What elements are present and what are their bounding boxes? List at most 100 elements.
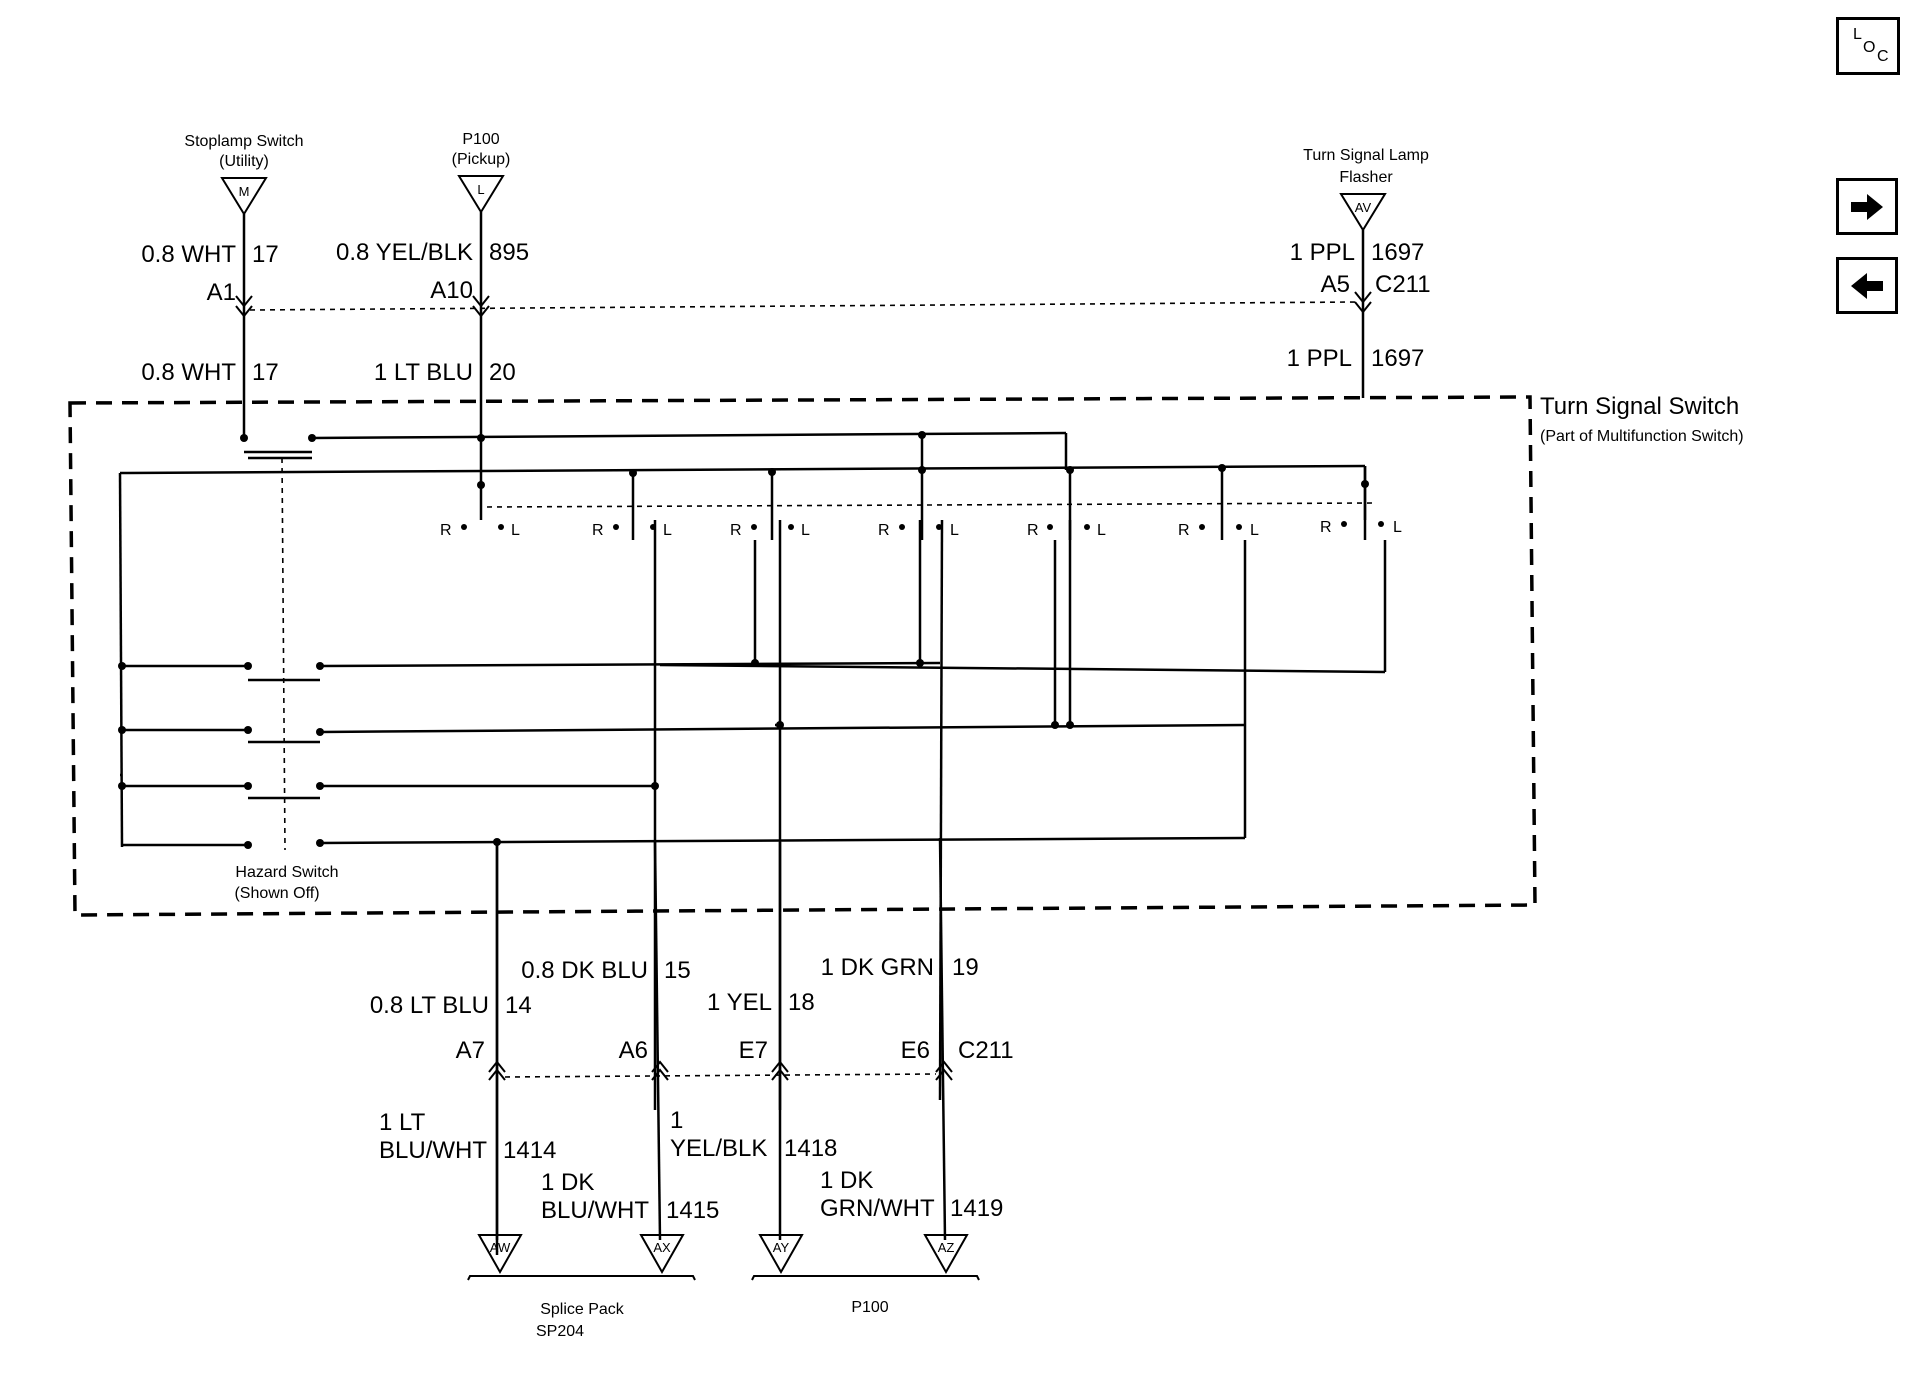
- wire-label: 1 DK: [820, 1167, 873, 1194]
- wire-label: 0.8 DK BLU: [521, 957, 648, 984]
- rl-switch-1: R L: [440, 485, 520, 539]
- p100-top-sublabel: (Pickup): [452, 151, 511, 168]
- r-label: R: [730, 522, 742, 539]
- connector-name-label: C211: [958, 1037, 1014, 1064]
- arrow-left-icon: [1851, 272, 1883, 299]
- connector-pin-label: A5: [1321, 271, 1350, 298]
- pin-label: AW: [490, 1240, 511, 1255]
- p100-bottom-label: P100: [851, 1299, 888, 1316]
- stoplamp-switch-sublabel: (Utility): [219, 153, 269, 170]
- loc-letter-o: O: [1863, 39, 1876, 56]
- circuit-label: 1414: [503, 1137, 556, 1164]
- top-wires: [235, 212, 1372, 485]
- wire-label: BLU/WHT: [541, 1197, 649, 1224]
- r-label: R: [1178, 522, 1190, 539]
- previous-page-button[interactable]: [1836, 257, 1898, 314]
- wire-label: 1 PPL: [1287, 345, 1352, 372]
- circuit-label: 1415: [666, 1197, 719, 1224]
- wire-label: 1: [670, 1107, 683, 1134]
- r-label: R: [878, 522, 890, 539]
- r-label: R: [592, 522, 604, 539]
- splice-pack-id: SP204: [536, 1323, 584, 1340]
- wire-label: 0.8 WHT: [141, 359, 236, 386]
- splice-pack-bracket: [467, 1275, 696, 1281]
- turn-signal-switch-sublabel: (Part of Multifunction Switch): [1540, 428, 1744, 445]
- p100-top-component: P100 (Pickup) L: [452, 131, 511, 214]
- p100-pin-label: L: [477, 182, 484, 197]
- circuit-label: 1697: [1371, 239, 1424, 266]
- pin-aw: AW: [477, 1234, 523, 1275]
- connector-pin-label: E7: [739, 1037, 768, 1064]
- wire-label: 1 YEL: [707, 989, 772, 1016]
- connector-pin-label: A6: [619, 1037, 648, 1064]
- l-label: L: [801, 522, 810, 539]
- loc-letter-l: L: [1853, 26, 1862, 43]
- wire-label: 1 DK GRN: [821, 954, 934, 981]
- circuit-label: 1418: [784, 1135, 837, 1162]
- internal-wiring: [118, 431, 1387, 1255]
- turn-signal-switch-label: Turn Signal Switch: [1540, 393, 1739, 420]
- next-page-button[interactable]: [1836, 178, 1898, 235]
- stoplamp-switch-component: Stoplamp Switch (Utility) M: [184, 133, 304, 216]
- location-button[interactable]: L O C: [1836, 17, 1900, 75]
- flasher-pin-label: AV: [1355, 200, 1372, 215]
- circuit-label: 17: [252, 359, 279, 386]
- stoplamp-pin-label: M: [239, 184, 250, 199]
- pin-ax: AX: [639, 1234, 685, 1275]
- l-label: L: [663, 522, 672, 539]
- rl-switch-4: R L: [878, 470, 959, 540]
- circuit-label: 20: [489, 359, 516, 386]
- arrow-right-icon: [1851, 193, 1883, 220]
- hazard-switch-sublabel: (Shown Off): [234, 885, 319, 902]
- wire-label: 0.8 LT BLU: [370, 992, 489, 1019]
- circuit-label: 1419: [950, 1195, 1003, 1222]
- r-label: R: [1320, 519, 1332, 536]
- rl-switch-7: R L: [1320, 466, 1402, 540]
- circuit-label: 895: [489, 239, 529, 266]
- flasher-label: Turn Signal Lamp: [1303, 147, 1429, 164]
- wire-label: 1 LT: [379, 1109, 426, 1136]
- l-label: L: [1250, 522, 1259, 539]
- pin-ay: AY: [758, 1234, 804, 1275]
- junction-dots: [118, 431, 1384, 849]
- p100-pin-triangle: [457, 175, 505, 214]
- circuit-label: 1697: [1371, 345, 1424, 372]
- rl-switch-contacts: [486, 502, 1373, 508]
- r-label: R: [440, 522, 452, 539]
- rl-switch-3: R L: [730, 472, 810, 540]
- connector-pin-label: A10: [430, 277, 473, 304]
- circuit-label: 19: [952, 954, 979, 981]
- rl-switch-6: R L: [1178, 468, 1259, 540]
- r-label: R: [1027, 522, 1039, 539]
- l-label: L: [950, 522, 959, 539]
- l-label: L: [1097, 522, 1106, 539]
- wire-label: 1 DK: [541, 1169, 594, 1196]
- bottom-wires: [488, 837, 953, 1241]
- stoplamp-pin-triangle: [220, 177, 268, 216]
- connector-pin-label: E6: [901, 1037, 930, 1064]
- wire-label: BLU/WHT: [379, 1137, 487, 1164]
- rl-switch-2: R L: [592, 473, 672, 540]
- pin-label: AY: [773, 1240, 790, 1255]
- connector-name-label: C211: [1375, 271, 1431, 298]
- wire-label: YEL/BLK: [670, 1135, 767, 1162]
- circuit-label: 17: [252, 241, 279, 268]
- flasher-component: Turn Signal Lamp Flasher AV: [1303, 147, 1429, 232]
- circuit-label: 14: [505, 992, 532, 1019]
- circuit-label: 15: [664, 957, 691, 984]
- loc-letter-c: C: [1877, 48, 1889, 65]
- p100-top-label: P100: [462, 131, 499, 148]
- l-label: L: [511, 522, 520, 539]
- hazard-switch-label: Hazard Switch: [235, 864, 338, 881]
- flasher-sublabel: Flasher: [1339, 169, 1393, 186]
- pin-az: AZ: [923, 1234, 969, 1275]
- circuit-label: 18: [788, 989, 815, 1016]
- wire-label: 1 PPL: [1290, 239, 1355, 266]
- wire-label: 0.8 YEL/BLK: [336, 239, 473, 266]
- splice-pack-label: Splice Pack: [540, 1301, 625, 1318]
- p100-bottom-bracket: [751, 1275, 980, 1281]
- flasher-pin-triangle: [1339, 193, 1387, 232]
- connector-pin-label: A1: [207, 279, 236, 306]
- rl-switch-5: R L: [1027, 470, 1106, 540]
